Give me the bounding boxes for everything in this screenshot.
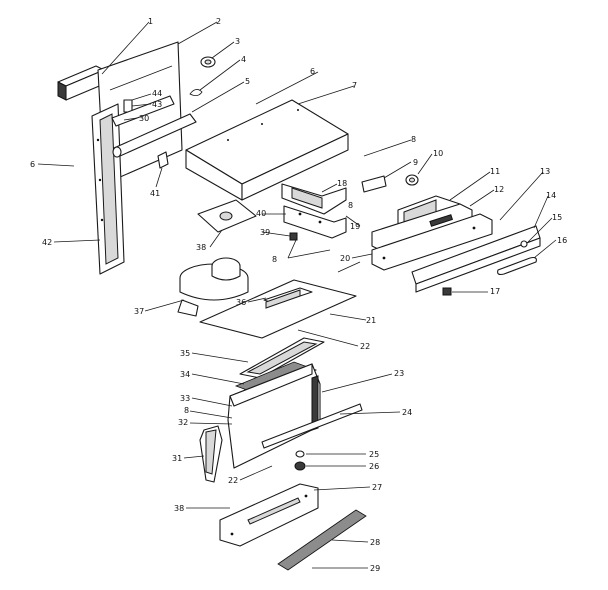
part-9-label	[361, 175, 387, 193]
callout-23: 23	[394, 369, 404, 378]
callout-21: 21	[366, 316, 376, 325]
callout-38-lower: 38	[174, 504, 184, 513]
part-26-fitting	[294, 461, 306, 471]
part-7-hood-top	[185, 99, 349, 201]
callout-3: 3	[235, 37, 240, 46]
part-24-rail	[261, 403, 363, 449]
callout-10: 10	[433, 149, 443, 158]
callout-15: 15	[552, 213, 562, 222]
callout-22-b: 22	[228, 476, 238, 485]
callout-33: 33	[180, 394, 190, 403]
callout-19: 19	[350, 222, 360, 231]
callout-12: 12	[494, 185, 504, 194]
callout-38-upper: 38	[196, 243, 206, 252]
callout-35: 35	[180, 349, 190, 358]
callout-43: 43	[152, 100, 162, 109]
callout-8-c: 8	[272, 255, 277, 264]
callout-20: 20	[340, 254, 350, 263]
callout-2: 2	[216, 17, 221, 26]
callout-30: 30	[139, 114, 149, 123]
callout-26: 26	[369, 462, 379, 471]
part-39-screw	[289, 232, 298, 241]
callout-8-d: 8	[184, 406, 189, 415]
callout-18: 18	[337, 179, 347, 188]
callout-36: 36	[236, 298, 246, 307]
part-35-filter	[239, 337, 325, 379]
callout-22-a: 22	[360, 342, 370, 351]
callout-17: 17	[490, 287, 500, 296]
callout-28: 28	[370, 538, 380, 547]
callout-24: 24	[402, 408, 412, 417]
callout-4: 4	[241, 55, 246, 64]
callout-6-left: 6	[30, 160, 35, 169]
callout-42: 42	[42, 238, 52, 247]
part-10-knob	[405, 174, 419, 186]
callout-8-b: 8	[348, 201, 353, 210]
callout-25: 25	[369, 450, 379, 459]
part-13-14-front-strip	[411, 225, 541, 293]
callout-39: 39	[260, 228, 270, 237]
callout-8-a: 8	[411, 135, 416, 144]
part-41-stop	[157, 151, 169, 169]
part-40-plate	[283, 205, 347, 239]
callout-7: 7	[352, 81, 357, 90]
callout-29: 29	[370, 564, 380, 573]
callout-34: 34	[180, 370, 190, 379]
part-28-grille	[277, 509, 367, 571]
part-3-knob	[200, 56, 216, 68]
callout-5: 5	[245, 77, 250, 86]
part-17-clip	[442, 287, 452, 296]
callout-13: 13	[540, 167, 550, 176]
callout-1: 1	[148, 17, 153, 26]
part-23-side-strip	[311, 375, 319, 431]
part-31-leg	[199, 425, 223, 483]
part-27-bottom-cover	[219, 483, 319, 547]
callout-14: 14	[546, 191, 556, 200]
part-21-base-plate	[199, 279, 357, 339]
part-25-fitting	[295, 450, 305, 458]
leader-lines	[37, 21, 557, 569]
part-18-bracket	[281, 183, 347, 215]
part-4-clip	[189, 89, 203, 96]
part-16-handle	[497, 256, 537, 276]
callout-9: 9	[413, 158, 418, 167]
callout-16: 16	[557, 236, 567, 245]
callout-32: 32	[178, 418, 188, 427]
part-42-vertical-rail	[91, 103, 125, 275]
callout-27: 27	[372, 483, 382, 492]
part-37-blower	[177, 257, 249, 317]
part-33-hood-body	[227, 363, 321, 469]
callout-37: 37	[134, 307, 144, 316]
part-20-panel	[371, 213, 493, 271]
callout-41: 41	[150, 189, 160, 198]
part-15-bulb	[520, 240, 528, 248]
callout-40: 40	[256, 209, 266, 218]
callout-11: 11	[490, 167, 500, 176]
callout-44: 44	[152, 89, 162, 98]
callout-labels: 1 2 3 4 5 6 6 7 8 8 8 8 9 10 11 12 13 14…	[30, 17, 567, 573]
part-1-handle	[57, 65, 105, 101]
callout-31: 31	[172, 454, 182, 463]
part-5-tube	[112, 113, 197, 158]
part-30-bracket	[111, 95, 175, 127]
callout-6-top: 6	[310, 67, 315, 76]
part-38-plate	[197, 199, 257, 233]
